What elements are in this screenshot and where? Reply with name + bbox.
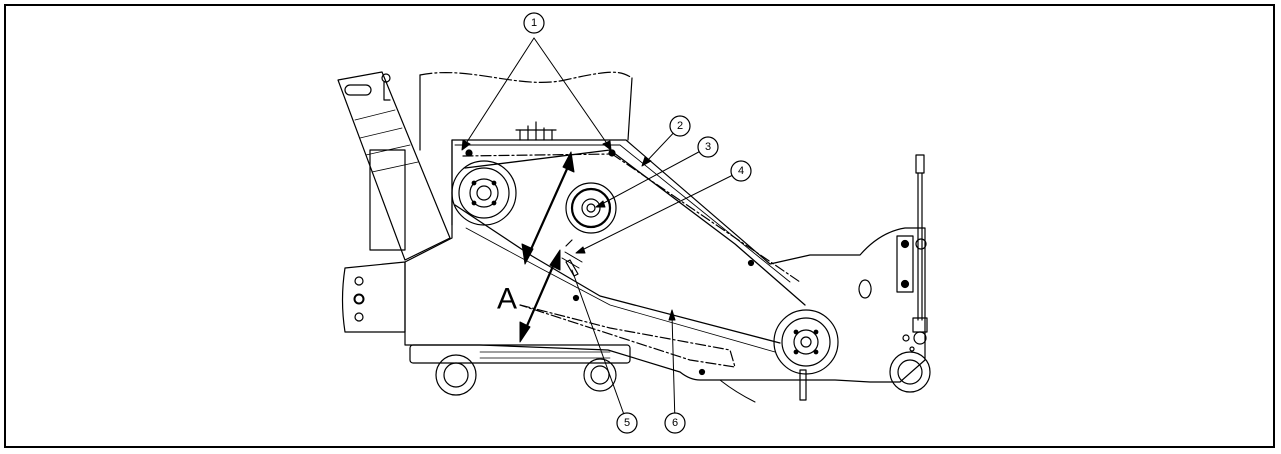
belt-cover-housing <box>404 139 926 383</box>
leader-lines <box>461 37 742 424</box>
callout-2-label: 2 <box>677 120 683 132</box>
callout-1-label: 1 <box>531 17 537 29</box>
dimension-label: A <box>497 283 517 316</box>
callout-5-label: 5 <box>624 417 630 429</box>
callout-6-label: 6 <box>672 417 678 429</box>
callout-4: 4 <box>730 160 752 182</box>
diagram-frame <box>4 4 1275 448</box>
right-pulley <box>773 309 839 375</box>
hitch-arm <box>337 71 451 261</box>
callout-3: 3 <box>697 136 719 158</box>
mount-plate <box>341 261 406 333</box>
adjust-rod <box>902 154 928 352</box>
callout-2: 2 <box>669 115 691 137</box>
callout-4-label: 4 <box>738 165 744 177</box>
drive-belt <box>454 149 806 368</box>
left-pulley <box>451 160 517 226</box>
top-fitting <box>515 121 557 141</box>
callout-6: 6 <box>664 412 686 434</box>
right-bracket <box>858 235 927 299</box>
dimension-arrows <box>519 151 575 343</box>
wheels <box>409 344 931 403</box>
callout-3-label: 3 <box>705 141 711 153</box>
hopper <box>369 71 633 251</box>
callout-1: 1 <box>523 12 545 34</box>
callout-5: 5 <box>616 412 638 434</box>
idler-pulley <box>565 182 617 234</box>
